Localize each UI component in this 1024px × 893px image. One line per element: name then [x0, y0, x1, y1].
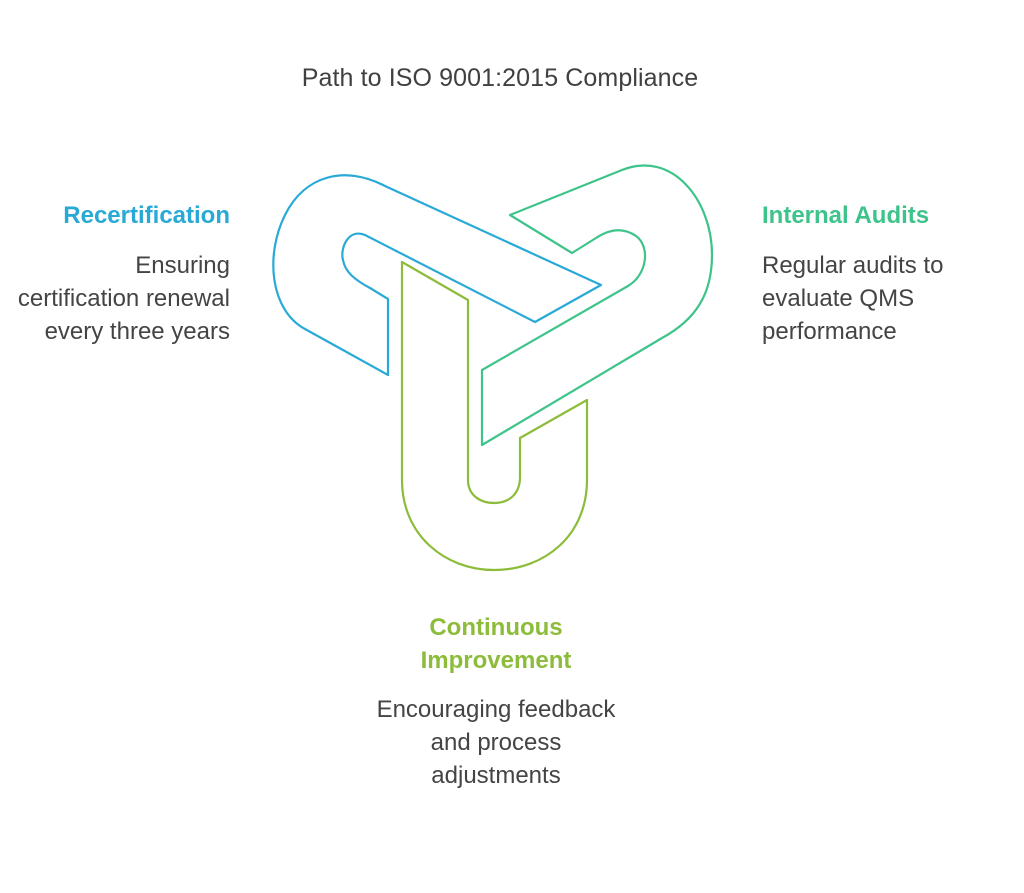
internal-audits-heading: Internal Audits	[762, 202, 930, 229]
internal-audits-loop	[480, 164, 714, 447]
continuous-improvement-loop	[400, 260, 589, 572]
continuous-improvement-description: Encouraging feedback and process adjustm…	[376, 696, 616, 789]
internal-audits-description: Regular audits to evaluate QMS performan…	[762, 252, 944, 345]
diagram-title: Path to ISO 9001:2015 Compliance	[301, 64, 699, 92]
continuous-improvement-heading: Continuous Improvement	[420, 614, 572, 674]
recertification-heading: Recertification	[63, 202, 230, 229]
recertification-loop	[272, 174, 603, 377]
recertification-description: Ensuring certification renewal every thr…	[17, 252, 230, 345]
